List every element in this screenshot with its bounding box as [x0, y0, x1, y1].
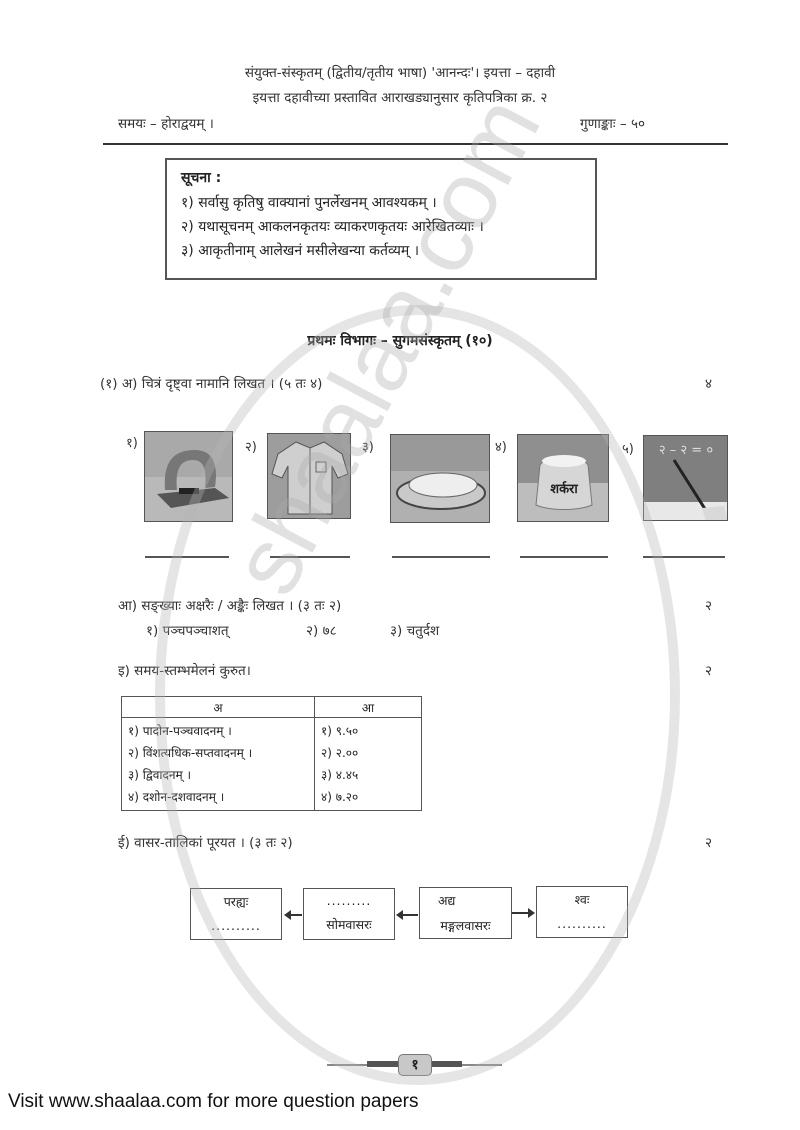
instruction-item: ३) आकृतीनाम् आलेखनं मसीलेखन्या कर्तव्यम्… [181, 243, 420, 259]
shirt-image [267, 433, 351, 519]
instructions-box: सूचना : १) सर्वासु कृतिषु वाक्यानां पुनर… [165, 158, 597, 280]
question-1d-marks: २ [705, 835, 713, 851]
column-b-item: २) २.०० [321, 746, 359, 760]
picture-label: ४) [495, 440, 507, 455]
day-box-blank[interactable]: ......... [326, 893, 372, 908]
arrow-right-icon [512, 912, 530, 914]
column-a-item: १) पादोन-पञ्चवादनम् । [128, 724, 232, 738]
time-matching-table: अ आ १) पादोन-पञ्चवादनम् । २) विंशत्यधिक-… [121, 696, 422, 811]
answer-blank[interactable] [392, 556, 490, 558]
question-1a-prompt: (१) अ) चित्रं दृष्ट्वा नामानि लिखत । (५ … [100, 376, 323, 392]
paper-punch-image [144, 431, 233, 522]
answer-blank[interactable] [145, 556, 229, 558]
question-1c-marks: २ [705, 663, 713, 679]
paper-title: संयुक्त-संस्कृतम् (द्वितीय/तृतीय भाषा) '… [244, 65, 556, 81]
day-box-blank[interactable]: .......... [211, 918, 261, 933]
arrowhead-left-icon [284, 910, 291, 920]
day-box-today: अद्य मङ्गलवासरः [419, 887, 512, 939]
question-1b-prompt: आ) सङ्ख्याः अक्षरैः / अङ्कैः लिखत । (३ त… [118, 598, 342, 614]
arrowhead-right-icon [528, 908, 535, 918]
answer-blank[interactable] [643, 556, 725, 558]
arrowhead-left-icon [396, 910, 403, 920]
day-box-top: परह्यः [223, 894, 249, 909]
watermark-ring [155, 305, 680, 1085]
question-1b-marks: २ [705, 598, 713, 614]
roti-plate-image [390, 434, 490, 523]
board-caption: २ – २ = ० [659, 443, 713, 458]
picture-label: ३) [362, 440, 374, 455]
picture-label: २) [245, 440, 257, 455]
day-box-tomorrow: श्वः .......... [536, 886, 628, 938]
column-a-item: २) विंशत्यधिक-सप्तवादनम् । [128, 746, 253, 760]
picture-label: १) [126, 436, 138, 451]
picture-label: ५) [622, 442, 634, 457]
column-a-item: ३) द्विवादनम् । [128, 768, 192, 782]
sack-caption: शर्करा [550, 481, 578, 497]
section-title: प्रथमः विभागः – सुगमसंस्कृतम् (१०) [307, 333, 493, 349]
answer-blank[interactable] [520, 556, 608, 558]
number-item: ३) चतुर्दश [390, 623, 440, 639]
time-allowed: समयः – होराद्वयम् । [118, 116, 214, 132]
day-box-top: श्वः [574, 892, 590, 907]
number-item: २) ७८ [306, 623, 337, 639]
day-box-bottom: सोमवासरः [326, 917, 372, 932]
sugar-sack-image: शर्करा [517, 434, 609, 522]
total-marks: गुणाङ्काः – ५० [580, 116, 645, 132]
column-b-cell: १) ९.५० २) २.०० ३) ४.४५ ४) ७.२० [314, 717, 422, 811]
footer-promo-link[interactable]: Visit www.shaalaa.com for more question … [8, 1091, 419, 1112]
question-1c-prompt: इ) समय-स्तम्भमेलनं कुरुत। [118, 663, 251, 679]
day-box-yesterday: ......... सोमवासरः [303, 888, 395, 940]
answer-blank[interactable] [270, 556, 350, 558]
day-box-blank[interactable]: .......... [557, 916, 607, 931]
blackboard-image: २ – २ = ० [643, 435, 728, 521]
column-b-item: ४) ७.२० [321, 790, 359, 804]
question-1d-prompt: ई) वासर-तालिकां पूरयत । (३ तः २) [118, 835, 293, 851]
instruction-item: १) सर्वासु कृतिषु वाक्यानां पुनर्लेखनम् … [181, 195, 437, 211]
page-number: १ [398, 1054, 432, 1076]
day-box-day-before-yesterday: परह्यः .......... [190, 888, 282, 940]
column-header-a: अ [121, 696, 315, 718]
arrow-left-icon [398, 914, 418, 916]
day-box-top: अद्य [438, 893, 456, 908]
header-divider [103, 143, 728, 145]
column-a-cell: १) पादोन-पञ्चवादनम् । २) विंशत्यधिक-सप्त… [121, 717, 315, 811]
column-b-item: १) ९.५० [321, 724, 359, 738]
paper-subtitle: इयत्ता दहावीच्या प्रस्तावित आराखड्यानुसा… [252, 90, 548, 106]
question-1a-marks: ४ [705, 376, 713, 392]
day-box-bottom: मङ्गलवासरः [440, 918, 491, 933]
instruction-item: २) यथासूचनम् आकलनकृतयः व्याकरणकृतयः आरेख… [181, 219, 484, 235]
column-a-item: ४) दशोन-दशवादनम् । [128, 790, 225, 804]
column-b-item: ३) ४.४५ [321, 768, 359, 782]
number-item: १) पञ्चपञ्चाशत् [146, 623, 229, 639]
column-header-b: आ [314, 696, 422, 718]
arrow-left-icon [286, 914, 302, 916]
instructions-title: सूचना : [181, 170, 222, 186]
